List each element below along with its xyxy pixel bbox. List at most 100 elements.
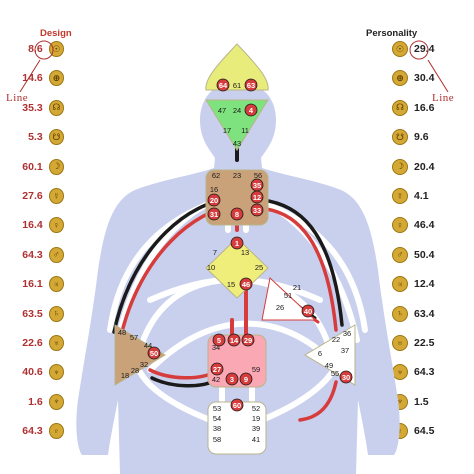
gate-number: 1	[235, 239, 239, 248]
personality-value: 50.4	[414, 248, 435, 261]
gate-active-marker	[216, 78, 230, 92]
design-line-circle	[34, 40, 54, 60]
gate-number: 35	[253, 181, 261, 190]
design-value: 16.1	[22, 278, 43, 291]
personality-line-circle	[409, 40, 429, 60]
gate-number: 41	[252, 435, 260, 444]
design-row: 22.6 ♅	[18, 332, 64, 354]
design-row: 27.6 ☿	[18, 185, 64, 207]
venus-icon: ♀	[48, 217, 64, 234]
jupiter-icon: ♃	[48, 276, 64, 293]
personality-value: 46.4	[414, 219, 435, 232]
design-row: 5.3☋	[18, 126, 64, 148]
pluto-icon: ♇	[48, 423, 64, 440]
personality-value: 9.6	[414, 131, 429, 144]
gate-number: 21	[293, 283, 301, 292]
gate-number: 57	[130, 333, 138, 342]
gate-number: 44	[144, 341, 152, 350]
design-value: 60.1	[22, 160, 43, 173]
neptune-icon: ♆	[48, 393, 64, 410]
gate-number: 39	[252, 424, 260, 433]
gate-number: 25	[255, 263, 263, 272]
design-line-label: Line	[6, 92, 29, 104]
design-row: 40.6♆	[18, 361, 64, 383]
head-center	[205, 43, 269, 91]
mercury-icon: ☿	[48, 188, 64, 204]
gate-number: 61	[233, 81, 241, 90]
gate-active-marker	[239, 277, 253, 291]
gate-number: 24	[233, 106, 241, 115]
channel	[147, 320, 333, 373]
personality-value: 63.4	[414, 307, 435, 320]
gate-number: 38	[213, 424, 221, 433]
gate-number: 19	[252, 414, 260, 423]
design-value: 27.6	[22, 190, 43, 202]
personality-row: ♀ 46.4	[392, 214, 448, 236]
venus-icon: ♀	[392, 217, 408, 234]
gate-number: 59	[252, 365, 260, 374]
gate-number: 64	[219, 81, 228, 90]
personality-column-title: Personality	[366, 28, 418, 39]
uranus-icon: ♅	[48, 335, 64, 351]
design-value: 40.6	[22, 366, 43, 379]
design-row: 35.3☊	[18, 97, 64, 119]
heart-center	[261, 277, 317, 321]
gate-active-marker	[230, 398, 244, 412]
saturn-icon: ♄	[48, 305, 64, 322]
design-row: 63.5♄	[18, 303, 64, 325]
personality-row: ♄63.4	[392, 303, 448, 325]
gate-number: 60	[233, 401, 241, 410]
sun-icon: ☉	[392, 41, 408, 57]
gate-number: 18	[121, 371, 129, 380]
personality-line-label: Line	[432, 92, 455, 104]
design-column-title: Design	[40, 28, 72, 39]
design-row: 60.1 ☽	[18, 156, 64, 178]
channel	[147, 276, 333, 353]
moon-icon: ☽	[48, 158, 64, 175]
gate-active-marker	[244, 78, 258, 92]
gate-number: 4	[249, 106, 254, 115]
personality-row: ☉29.4	[392, 38, 448, 60]
mars-icon: ♂	[48, 246, 64, 263]
gate-active-marker	[250, 203, 264, 217]
design-row: 64.3♇	[18, 420, 64, 442]
personality-value: 64.5	[414, 425, 435, 438]
gate-number: 51	[284, 291, 292, 300]
gate-active-marker	[241, 333, 255, 347]
gate-number: 49	[325, 361, 333, 370]
gate-number: 54	[213, 414, 221, 423]
gate-number: 14	[230, 336, 239, 345]
personality-value: 22.5	[414, 337, 435, 349]
design-value: 16.4	[22, 219, 43, 232]
centers	[114, 43, 356, 455]
solar-plexus-center	[304, 324, 356, 386]
design-value: 22.6	[22, 337, 43, 349]
design-value: 5.3	[28, 131, 43, 144]
gate-number: 46	[242, 280, 250, 289]
design-row: 1.6 ♆	[18, 391, 64, 413]
earth-icon: ⊕	[48, 70, 64, 87]
gate-number: 11	[241, 126, 249, 135]
gate-active-marker	[227, 333, 241, 347]
gate-number: 40	[304, 307, 312, 316]
design-line-arrow	[19, 59, 41, 93]
channel-design	[256, 206, 338, 332]
personality-row: ♃12.4	[392, 273, 448, 295]
gate-number: 27	[213, 365, 221, 374]
personality-value: 1.5	[414, 395, 429, 408]
uranus-icon: ♅	[392, 335, 408, 351]
personality-line-arrow	[427, 59, 449, 93]
personality-row: ☊16.6	[392, 97, 448, 119]
design-row: 64.3♂	[18, 244, 64, 266]
personality-value: 30.4	[414, 72, 435, 85]
personality-row: ⊕30.4	[392, 67, 448, 89]
design-value: 1.6	[28, 395, 43, 408]
g-center	[205, 237, 269, 299]
gate-active-marker	[230, 236, 244, 250]
gate-active-marker	[212, 333, 226, 347]
personality-value: 4.1	[414, 190, 429, 202]
gate-number: 16	[210, 185, 218, 194]
gate-number: 6	[318, 349, 322, 358]
